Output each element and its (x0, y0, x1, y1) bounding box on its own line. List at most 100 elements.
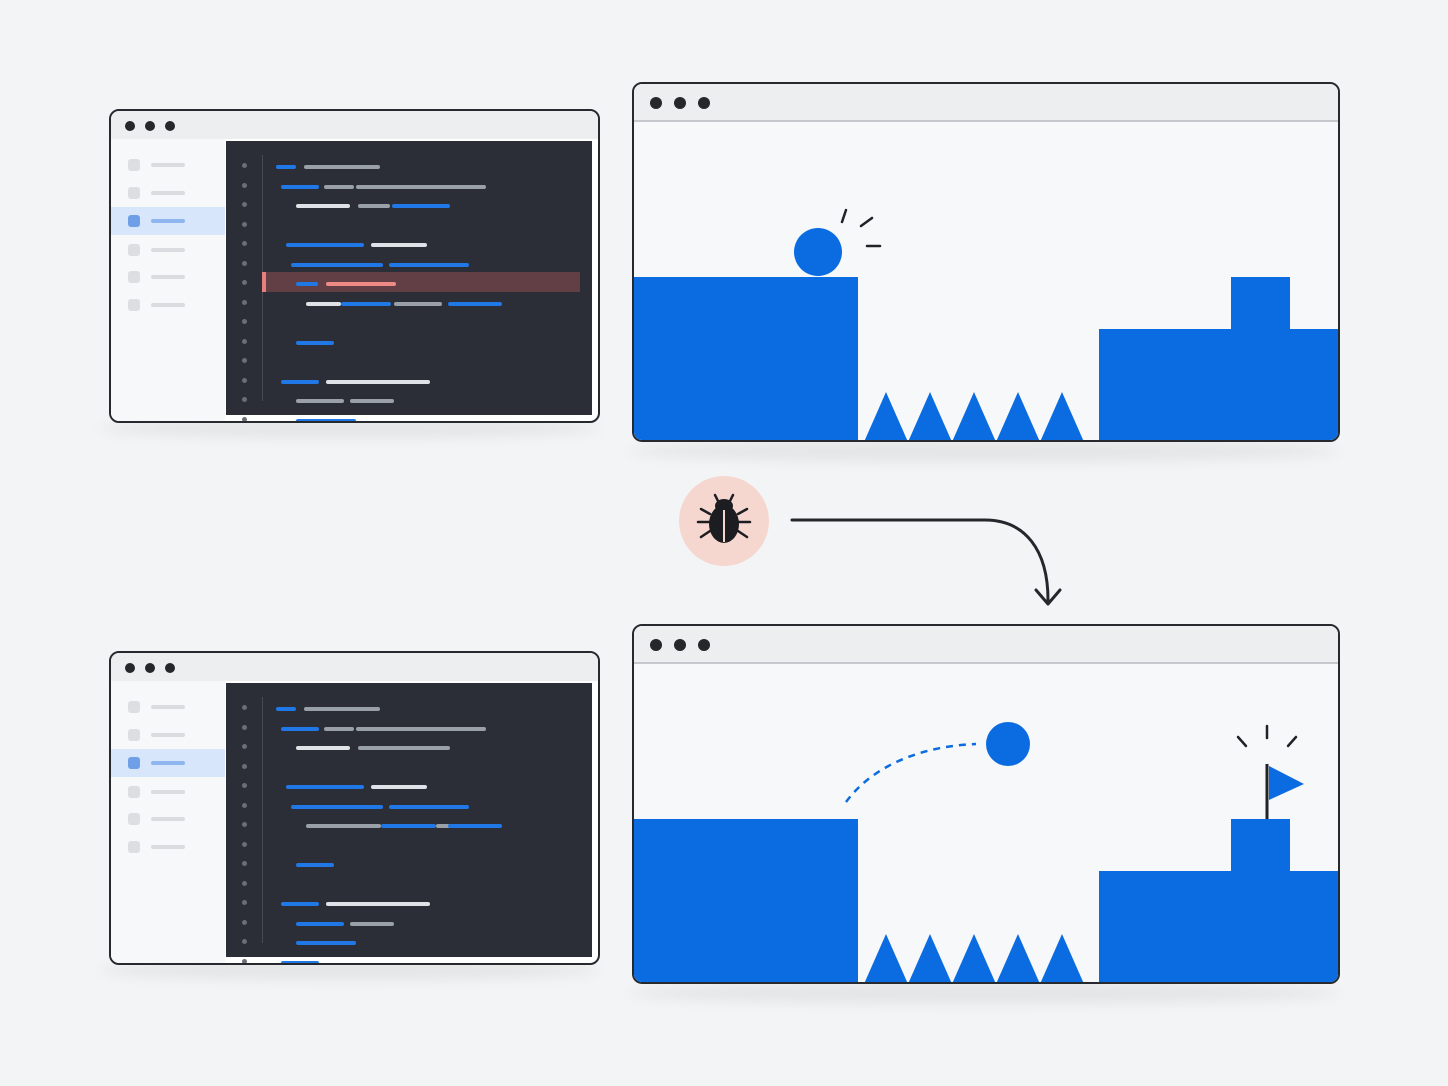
file-icon (128, 244, 140, 256)
sidebar-file-item[interactable] (111, 693, 225, 721)
code-token (324, 184, 354, 189)
spike (952, 392, 996, 440)
file-icon (128, 813, 140, 825)
window-dot[interactable] (125, 121, 135, 131)
window-dot[interactable] (698, 639, 710, 651)
line-marker (242, 260, 247, 266)
file-icon (128, 729, 140, 741)
editor-titlebar (111, 111, 598, 139)
sidebar-file-item[interactable] (111, 179, 225, 207)
code-token (350, 921, 394, 926)
line-marker (242, 705, 247, 710)
error-line-highlight[interactable] (262, 272, 580, 292)
file-sidebar (111, 139, 225, 421)
file-icon (128, 701, 140, 713)
game-scene-graphic (634, 208, 1338, 440)
code-token (286, 243, 364, 247)
sidebar-file-item[interactable] (111, 721, 225, 749)
game-scene (634, 122, 1338, 440)
gutter-divider (262, 697, 263, 943)
file-sidebar (111, 681, 225, 963)
window-shadow (628, 440, 1340, 462)
code-token (356, 726, 486, 731)
file-icon (128, 159, 140, 171)
sidebar-file-item[interactable] (111, 236, 225, 264)
file-label-placeholder (151, 163, 185, 167)
game-window-after (632, 624, 1340, 984)
code-editor-window-buggy (109, 109, 600, 423)
line-marker (242, 241, 247, 246)
sidebar-file-item[interactable] (111, 833, 225, 861)
code-token (394, 301, 442, 306)
window-dot[interactable] (674, 639, 686, 651)
code-token (381, 824, 436, 828)
game-titlebar (634, 84, 1338, 122)
code-token (304, 165, 380, 169)
line-marker (242, 280, 247, 285)
code-token (296, 399, 344, 403)
code-token (296, 863, 334, 867)
success-marks (1236, 724, 1298, 748)
window-dot[interactable] (145, 121, 155, 131)
code-token (326, 379, 430, 384)
file-label-placeholder (151, 817, 185, 821)
line-marker (242, 416, 247, 421)
code-token (281, 902, 319, 906)
sidebar-file-item[interactable] (111, 778, 225, 806)
file-icon (128, 757, 140, 769)
code-token (291, 804, 383, 809)
line-marker (242, 338, 247, 344)
ball-icon (986, 722, 1030, 766)
sidebar-file-item[interactable] (111, 263, 225, 291)
line-marker (242, 783, 247, 788)
window-dot[interactable] (145, 663, 155, 673)
code-token (286, 785, 364, 789)
goal-pillar (1231, 277, 1290, 331)
code-token (371, 785, 427, 789)
bug-icon (696, 493, 752, 543)
sidebar-file-item[interactable] (111, 291, 225, 319)
editor-titlebar (111, 653, 598, 681)
curved-arrow-down-icon (790, 518, 1062, 606)
sidebar-file-item[interactable] (111, 207, 225, 235)
spike-row (864, 934, 1084, 982)
code-token (448, 824, 502, 828)
code-token (296, 921, 344, 926)
sidebar-file-item[interactable] (111, 805, 225, 833)
code-token (281, 960, 319, 963)
code-token (296, 204, 350, 208)
sidebar-file-item[interactable] (111, 749, 225, 777)
spike (1040, 934, 1084, 982)
code-token (358, 746, 450, 750)
code-token (296, 746, 350, 750)
window-shadow (100, 418, 600, 438)
line-marker (242, 939, 247, 944)
code-token (281, 379, 319, 384)
line-marker (242, 958, 247, 963)
spike-row (864, 392, 1084, 440)
window-dot[interactable] (674, 97, 686, 109)
bug-badge (679, 476, 769, 566)
window-dot[interactable] (698, 97, 710, 109)
code-token (448, 301, 502, 306)
line-marker (242, 802, 247, 808)
window-dot[interactable] (165, 663, 175, 673)
window-dot[interactable] (125, 663, 135, 673)
sidebar-file-item[interactable] (111, 151, 225, 179)
impact-marks (840, 208, 882, 248)
game-titlebar (634, 626, 1338, 664)
line-marker (242, 319, 247, 324)
window-dot[interactable] (165, 121, 175, 131)
code-token (296, 418, 356, 421)
spike (1040, 392, 1084, 440)
line-marker (242, 822, 247, 827)
line-marker (242, 182, 247, 188)
window-dot[interactable] (650, 97, 662, 109)
game-scene (634, 664, 1338, 982)
file-icon (128, 299, 140, 311)
line-marker (242, 397, 247, 402)
code-token (296, 282, 318, 286)
goal-flag-icon (1265, 764, 1304, 819)
window-dot[interactable] (650, 639, 662, 651)
line-marker (242, 861, 247, 866)
